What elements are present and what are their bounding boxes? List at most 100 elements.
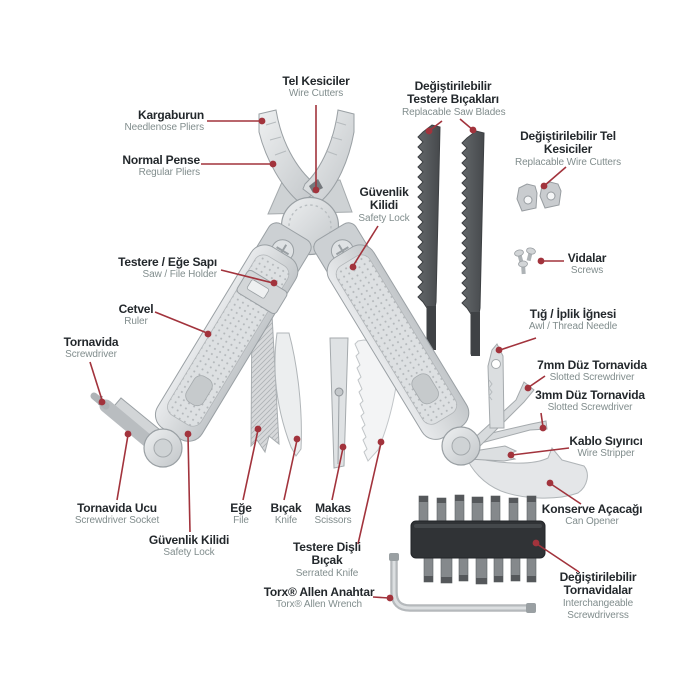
label-can-opener: Konserve Açacağı Can Opener (532, 502, 652, 529)
label-tr: Vidalar (567, 251, 607, 265)
label-en: File (233, 515, 249, 527)
connector-socket (116, 434, 129, 501)
connector-interchangeable (536, 543, 580, 573)
label-en: Replacable Saw Blades (402, 106, 506, 118)
label-tr: Cetvel (118, 302, 154, 316)
label-en: Wire Cutters (288, 88, 344, 100)
torx-allen-wrench (389, 553, 536, 613)
label-tr: Değiştirilebilir Testere Bıçakları (407, 79, 499, 107)
connector-lines (89, 105, 582, 602)
screws-set (514, 247, 536, 275)
can-opener-tool (465, 447, 588, 499)
label-screwdriver: Tornavida Screwdriver (51, 335, 131, 362)
label-interchangeable-screwdrivers: Değiştirilebilir Tornavidalar Interchang… (548, 570, 648, 622)
label-tr: 7mm Düz Tornavida (537, 358, 647, 372)
handle-end-pivots (143, 426, 481, 468)
scissors-tool (329, 337, 349, 469)
label-en: Awl / Thread Needle (528, 321, 618, 333)
label-tr: Eğe (230, 501, 252, 515)
label-tr: Güvenlik Kilidi (148, 533, 230, 547)
label-en: Wire Stripper (577, 448, 635, 460)
label-tr: Torx® Allen Anahtar (263, 585, 375, 599)
label-tr: Kablo Sıyırıcı (569, 434, 643, 448)
label-saw-file-holder: Testere / Eğe Sapı Saw / File Holder (77, 255, 218, 282)
label-screws: Vidalar Screws (556, 251, 618, 278)
connector-wire-stripper (511, 447, 570, 456)
replaceable-saw-blade (417, 124, 441, 350)
replaceable-saw-blade (461, 130, 485, 357)
connector-safety-lock-top (352, 225, 379, 267)
label-scissors: Makas Scissors (303, 501, 363, 528)
connector-knife (283, 439, 298, 501)
connector-can-opener (550, 483, 582, 505)
label-en: Safety Lock (358, 212, 410, 224)
interchangeable-bit-kit (410, 494, 546, 585)
label-tr: Makas (315, 501, 351, 515)
label-safety-lock-bottom: Güvenlik Kilidi Safety Lock (129, 533, 249, 560)
label-en: Slotted Screwdriver (547, 402, 633, 414)
label-tr: Testere / Eğe Sapı (118, 255, 217, 269)
label-tr: 3mm Düz Tornavida (535, 388, 645, 402)
label-screwdriver-socket: Tornavida Ucu Screwdriver Socket (57, 501, 177, 528)
label-en: Screwdriver (65, 349, 117, 361)
label-en: Screws (570, 265, 604, 277)
label-en: Scissors (314, 515, 352, 527)
label-slotted-3mm: 3mm Düz Tornavida Slotted Screwdriver (532, 388, 648, 415)
label-torx-allen-wrench: Torx® Allen Anahtar Torx® Allen Wrench (249, 585, 389, 612)
label-replaceable-saw-blades: Değiştirilebilir Testere Bıçakları Repla… (402, 79, 506, 119)
label-en: Ruler (124, 316, 148, 328)
label-wire-cutters: Tel Kesiciler Wire Cutters (256, 74, 376, 101)
label-en: Interchangeable Screwdriverss (562, 597, 634, 622)
connector-ruler (154, 311, 208, 334)
connector-saw-file-holder (220, 269, 274, 284)
label-en: Screwdriver Socket (74, 515, 160, 527)
label-en: Can Opener (565, 516, 619, 528)
label-en: Saw / File Holder (142, 269, 218, 281)
label-en: Serrated Knife (295, 567, 359, 579)
awl-tool (487, 343, 505, 429)
label-regular-pliers: Normal Pense Regular Pliers (56, 153, 201, 180)
label-replaceable-wire-cutters: Değiştirilebilir Tel Kesiciler Replacabl… (514, 129, 622, 169)
label-en: Safety Lock (163, 547, 215, 559)
label-slotted-7mm: 7mm Düz Tornavida Slotted Screwdriver (534, 358, 650, 385)
label-tr: Tornavida (63, 335, 119, 349)
label-awl-thread-needle: Tığ / İplik İğnesi Awl / Thread Needle (513, 307, 633, 334)
replaceable-wire-cutter-inserts (516, 181, 562, 212)
label-needlenose-pliers: Kargaburun Needlenose Pliers (60, 108, 205, 135)
label-serrated-knife: Testere Dişli Bıçak Serrated Knife (277, 540, 377, 580)
label-en: Torx® Allen Wrench (276, 599, 362, 611)
label-en: Knife (274, 515, 298, 527)
label-en: Regular Pliers (138, 167, 201, 179)
saw-file-holder-bracket (236, 269, 288, 315)
knife-tool (274, 332, 302, 457)
label-tr: Konserve Açacağı (541, 502, 643, 516)
connector-serrated-knife (357, 442, 382, 545)
connector-torx-wrench (372, 596, 390, 599)
label-wire-stripper: Kablo Sıyırıcı Wire Stripper (546, 434, 666, 461)
label-tr: Bıçak (270, 501, 302, 515)
label-file: Eğe File (211, 501, 271, 528)
label-knife: Bıçak Knife (256, 501, 316, 528)
label-ruler: Cetvel Ruler (96, 302, 176, 329)
label-tr: Değiştirilebilir Tel Kesiciler (520, 129, 616, 157)
connector-repl-wire-cutters (543, 166, 567, 187)
label-tr: Testere Dişli Bıçak (293, 540, 361, 568)
label-en: Replacable Wire Cutters (514, 156, 622, 168)
label-en: Slotted Screwdriver (549, 372, 635, 384)
right-handle (326, 244, 470, 440)
connector-awl (499, 337, 537, 351)
connector-scissors (331, 447, 344, 501)
label-tr: Tel Kesiciler (282, 74, 350, 88)
label-tr: Tığ / İplik İğnesi (529, 307, 617, 321)
connector-screwdriver (89, 361, 103, 401)
label-en: Needlenose Pliers (124, 122, 205, 134)
label-tr: Güvenlik Kilidi (359, 185, 409, 213)
connector-7mm (528, 375, 546, 388)
label-tr: Tornavida Ucu (77, 501, 157, 515)
label-safety-lock-top: Güvenlik Kilidi Safety Lock (352, 185, 416, 225)
label-tr: Değiştirilebilir Tornavidalar (559, 570, 637, 598)
label-tr: Kargaburun (137, 108, 204, 122)
connector-safety-lock-bottom (187, 434, 191, 533)
